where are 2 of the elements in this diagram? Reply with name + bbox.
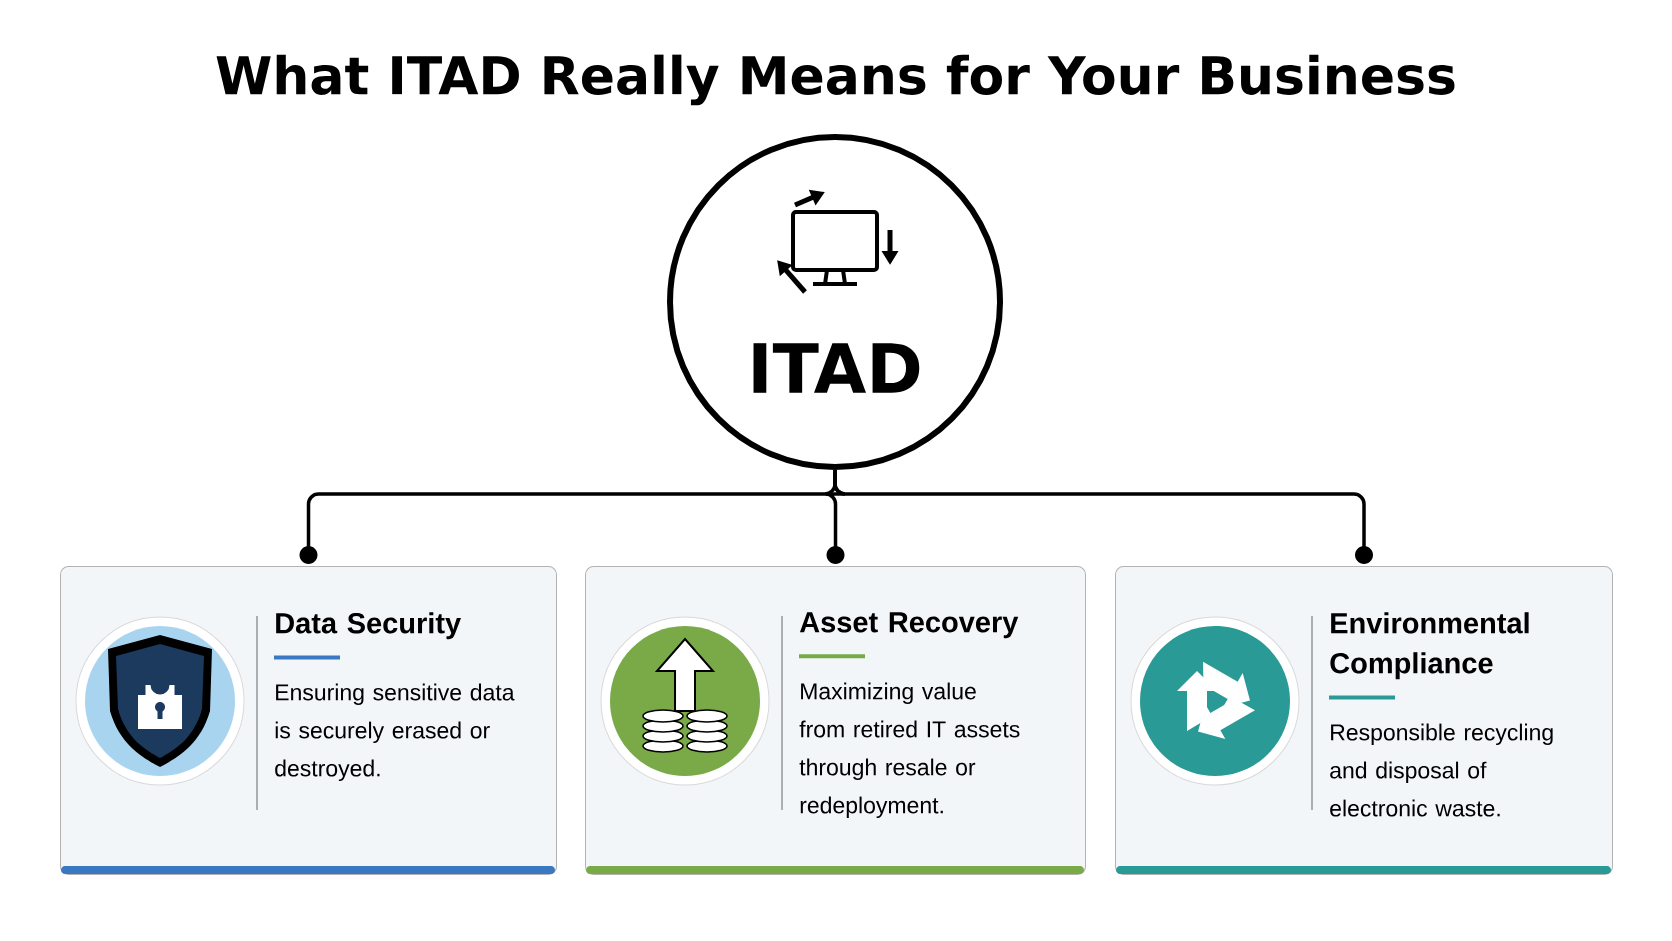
title: What ITAD Really Means for Your Business [216,54,1455,106]
connector-line [833,470,1373,564]
